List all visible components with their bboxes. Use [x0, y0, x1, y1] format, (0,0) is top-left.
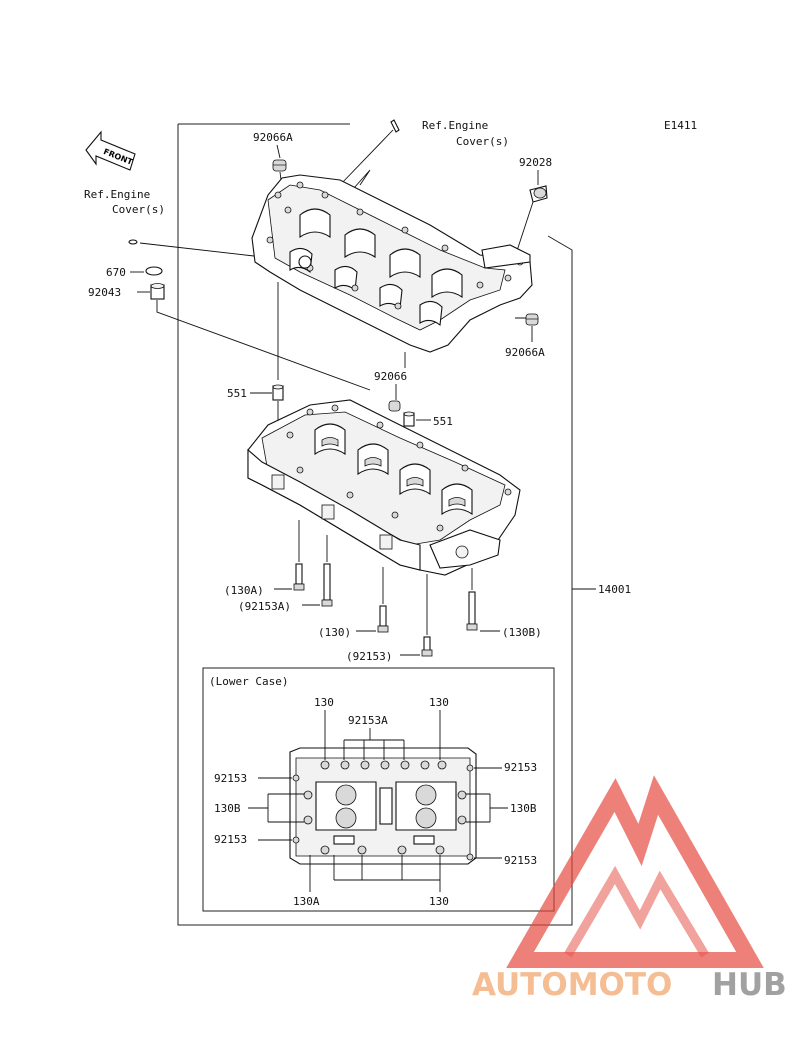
label-92043: 92043: [88, 286, 121, 299]
lc-label-130-tl: 130: [314, 696, 334, 709]
upper-crankcase: [251, 174, 533, 353]
label-92066: 92066: [374, 370, 407, 383]
lc-label-92153-r2: 92153: [504, 854, 537, 867]
front-arrow-icon: FRONT: [85, 130, 136, 171]
ref-cover-pin-icon: [128, 239, 138, 245]
label-92066A-top: 92066A: [253, 131, 293, 144]
label-130A: (130A): [224, 584, 264, 597]
lc-label-130A-b: 130A: [293, 895, 320, 908]
leader-92066A-top: [276, 144, 281, 159]
watermark-hub: HUB: [712, 967, 787, 1003]
o-ring-670-icon: [145, 266, 163, 276]
lc-label-130B-r: 130B: [510, 802, 537, 815]
label-92153: (92153): [346, 650, 392, 663]
lc-label-92153A: 92153A: [348, 714, 388, 727]
lc-label-130-tr: 130: [429, 696, 449, 709]
ref-engine-left-line1: Ref.Engine: [84, 188, 150, 201]
dowel-551-right-icon: [403, 411, 415, 427]
lc-label-92153-l1: 92153: [214, 772, 247, 785]
lc-label-130B-l: 130B: [214, 802, 241, 815]
lower-case-title: (Lower Case): [209, 675, 288, 688]
bolt-130B-icon: [466, 568, 478, 631]
leader-ref-left: [139, 242, 255, 257]
ref-engine-left-line2: Cover(s): [112, 203, 165, 216]
label-92066A-right: 92066A: [505, 346, 545, 359]
leader-ref-top: [339, 129, 394, 189]
lc-label-92153-l2: 92153: [214, 833, 247, 846]
ref-engine-top-line2: Cover(s): [456, 135, 509, 148]
bolt-130-icon: [377, 567, 389, 633]
lc-label-130-b: 130: [429, 895, 449, 908]
collar-92043-icon: [150, 283, 165, 300]
lc-leader-130B-r: [466, 793, 508, 823]
label-670: 670: [106, 266, 126, 279]
lower-case-box: [202, 667, 555, 912]
label-130B: (130B): [502, 626, 542, 639]
lc-leader-92153A: [343, 728, 405, 760]
lc-leader-130-b: [333, 855, 441, 892]
leader-92043-2: [156, 300, 371, 391]
bolt-130A-icon: [293, 520, 305, 591]
watermark-auto: AUTOMOTO: [472, 967, 672, 1003]
plug-92066A-right-icon: [525, 313, 539, 326]
bolt-92153-icon: [421, 574, 433, 657]
label-551-left: 551: [227, 387, 247, 400]
lower-case-plan-view: [289, 747, 477, 865]
lc-leader-130B-l: [248, 793, 304, 823]
leader-92066A-right: [515, 317, 533, 342]
bolt-92153A-icon: [321, 535, 333, 607]
label-551-right: 551: [433, 415, 453, 428]
diagram-code: E1411: [664, 119, 697, 132]
lower-crankcase: [247, 399, 521, 576]
label-130: (130): [318, 626, 351, 639]
plug-92066-icon: [388, 400, 401, 412]
outer-frame: [177, 123, 573, 926]
ref-cover-dowel-icon: [390, 119, 400, 133]
label-92028: 92028: [519, 156, 552, 169]
lc-label-92153-r1: 92153: [504, 761, 537, 774]
dowel-551-left-icon: [272, 384, 284, 401]
label-14001: 14001: [598, 583, 631, 596]
automotohub-logo: AUTOMOTO HUB: [472, 775, 787, 1003]
plug-92066A-top-icon: [272, 159, 287, 172]
ref-engine-top-line1: Ref.Engine: [422, 119, 488, 132]
label-92153A: (92153A): [238, 600, 291, 613]
plug-92028-icon: [529, 185, 548, 203]
